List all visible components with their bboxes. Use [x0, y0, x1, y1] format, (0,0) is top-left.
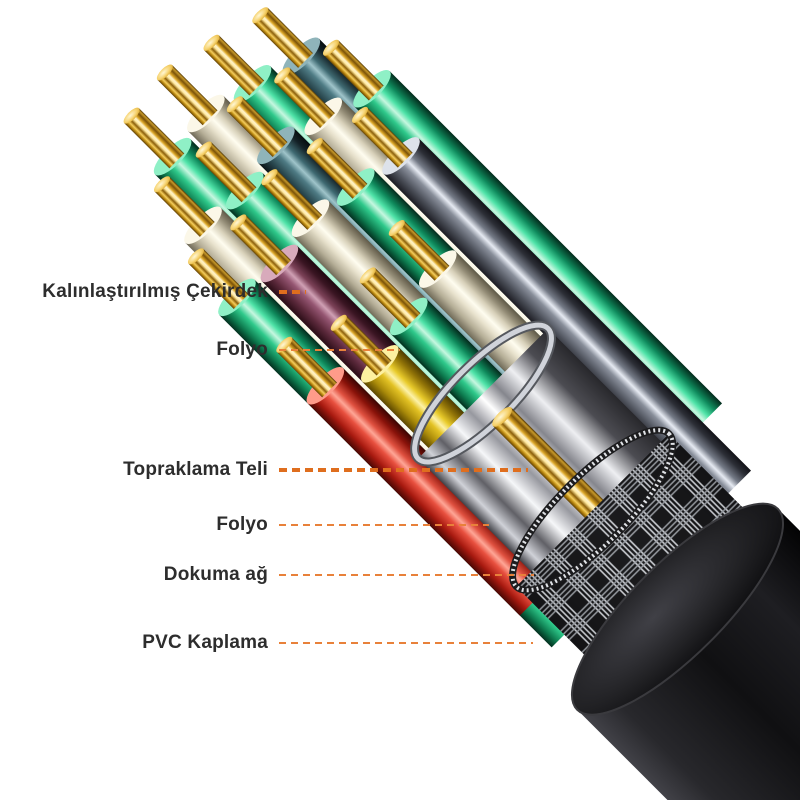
pvc-jacket	[570, 502, 800, 800]
braided-mesh	[509, 426, 772, 690]
callout-outer-foil: Folyo	[0, 512, 489, 538]
callout-grounding-wire-label: Topraklama Teli	[123, 459, 268, 480]
callout-inner-foil: Folyo	[0, 337, 400, 363]
callout-braided-mesh-leader-line	[279, 574, 534, 576]
callout-braided-mesh: Dokuma ağ	[0, 562, 534, 588]
callout-outer-foil-leader-line	[279, 524, 489, 526]
callout-thickened-core: Kalınlaştırılmış Çekirdek	[0, 279, 306, 305]
callout-grounding-wire-leader-line	[279, 468, 528, 472]
callout-thickened-core-label: Kalınlaştırılmış Çekirdek	[42, 281, 268, 302]
callout-pvc-jacket-leader-line	[279, 642, 533, 644]
callout-grounding-wire: Topraklama Teli	[0, 457, 528, 483]
callout-outer-foil-label: Folyo	[216, 514, 268, 535]
callout-braided-mesh-label: Dokuma ağ	[163, 564, 268, 585]
callout-inner-foil-leader-line	[279, 349, 400, 351]
callout-pvc-jacket-label: PVC Kaplama	[142, 632, 268, 653]
callout-inner-foil-label: Folyo	[216, 339, 268, 360]
callout-thickened-core-leader-line	[279, 290, 306, 294]
callout-pvc-jacket: PVC Kaplama	[0, 630, 533, 656]
